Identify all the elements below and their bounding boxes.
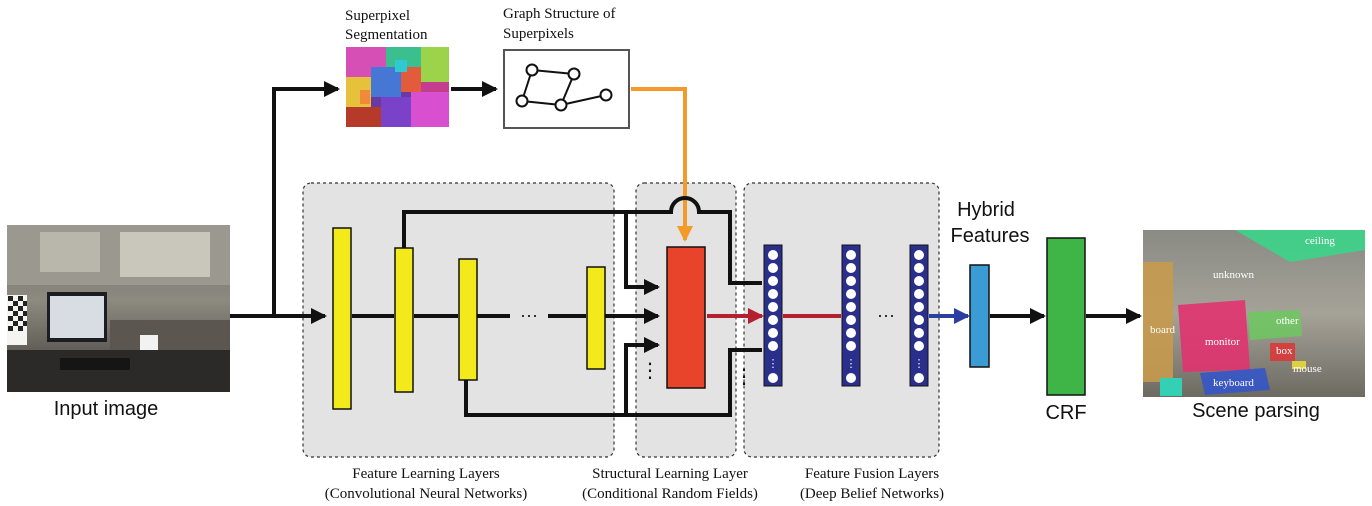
graph-structure-icon xyxy=(515,63,613,112)
graph-structure-box xyxy=(503,49,630,129)
conv-layer-n xyxy=(586,266,606,370)
svg-text:board: board xyxy=(1150,324,1176,336)
superpixel-label-line1: Superpixel xyxy=(345,8,410,24)
crf-block xyxy=(1046,237,1086,396)
hybrid-features-layer xyxy=(969,264,990,368)
graph-to-crf-arrow xyxy=(631,87,693,242)
dbn-layer-2: ⋮ xyxy=(841,244,861,387)
crf-label: CRF xyxy=(1045,402,1086,424)
svg-text:monitor: monitor xyxy=(1205,336,1240,348)
svg-text:ceiling: ceiling xyxy=(1305,235,1335,247)
input-image xyxy=(7,225,230,392)
conv-ellipsis: ··· xyxy=(520,305,538,325)
scene-parsing-label: Scene parsing xyxy=(1192,400,1320,422)
svg-text:⋮: ⋮ xyxy=(846,358,857,370)
structural-learning-title: Structural Learning Layer xyxy=(592,466,748,482)
svg-text:other: other xyxy=(1276,315,1299,327)
skip-connections xyxy=(402,196,762,417)
feature-fusion-subtitle: (Deep Belief Networks) xyxy=(800,486,944,502)
conv-layer-2 xyxy=(394,247,414,393)
dbn-ellipsis: ··· xyxy=(877,305,895,325)
feature-learning-subtitle: (Convolutional Neural Networks) xyxy=(325,486,527,502)
svg-text:⋮: ⋮ xyxy=(914,358,925,370)
crf-structural-layer xyxy=(666,246,706,389)
input-image-label: Input image xyxy=(54,398,159,420)
svg-text:mouse: mouse xyxy=(1293,363,1322,375)
hybrid-label-line2: Features xyxy=(951,225,1030,247)
svg-text:⋮: ⋮ xyxy=(768,358,779,370)
dbn-layer-1: ⋮ xyxy=(763,244,783,387)
feature-learning-title: Feature Learning Layers xyxy=(352,466,500,482)
conv-layer-1 xyxy=(332,227,352,410)
graph-label-line2: Superpixels xyxy=(503,26,574,42)
conv-layer-3 xyxy=(458,258,478,381)
skip-ellipsis-right: ⋮ xyxy=(734,366,754,388)
skip-ellipsis-left: ⋮ xyxy=(640,360,660,382)
superpixel-image xyxy=(346,47,449,127)
svg-text:keyboard: keyboard xyxy=(1213,377,1254,389)
dbn-layer-n: ⋮ xyxy=(909,244,929,387)
svg-text:box: box xyxy=(1276,345,1293,357)
structural-learning-subtitle: (Conditional Random Fields) xyxy=(582,486,758,502)
top-path-arrows xyxy=(272,81,498,316)
graph-label-line1: Graph Structure of xyxy=(503,6,615,22)
superpixel-label-line2: Segmentation xyxy=(345,27,428,43)
svg-text:unknown: unknown xyxy=(1213,269,1254,281)
scene-parsing-image xyxy=(1143,230,1365,397)
scene-parsing-labels: ceiling unknown board monitor other box … xyxy=(1150,235,1335,389)
feature-fusion-title: Feature Fusion Layers xyxy=(805,466,939,482)
hybrid-label-line1: Hybrid xyxy=(957,199,1015,221)
